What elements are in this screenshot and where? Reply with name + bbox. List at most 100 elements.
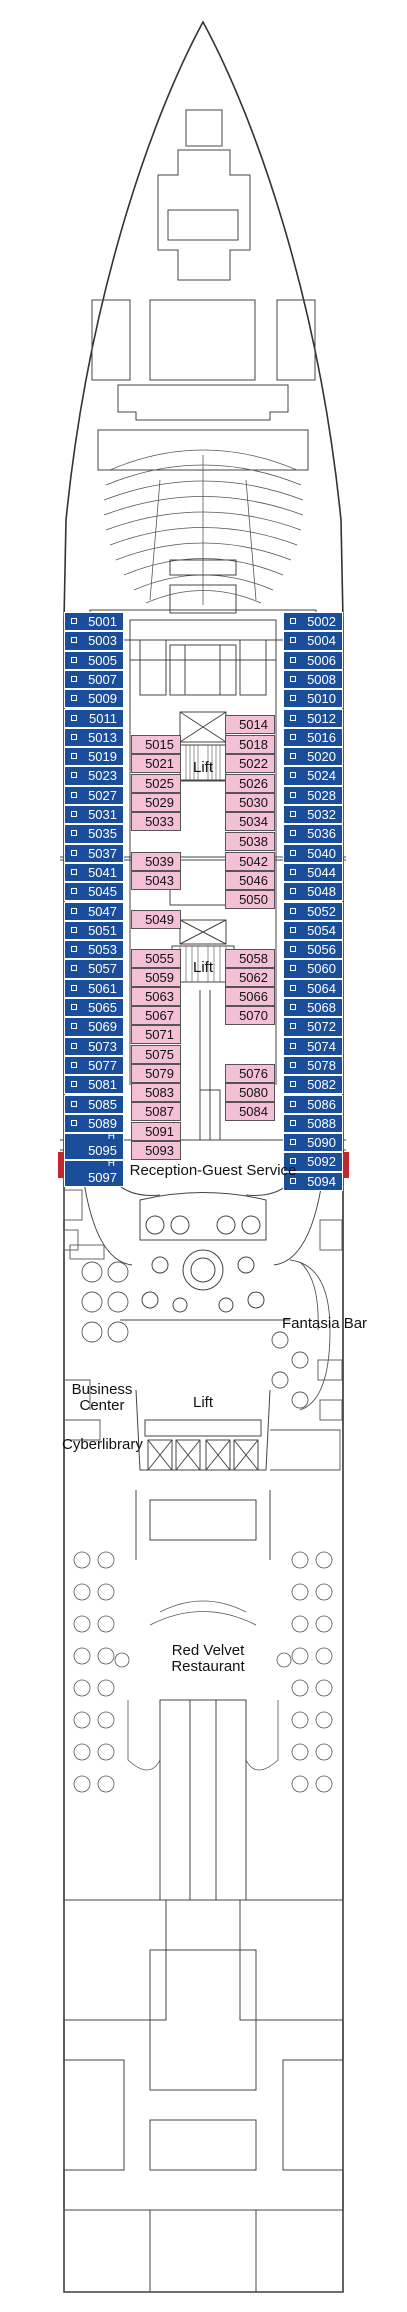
cabin-5012[interactable]: 5012 [283,708,343,728]
cabin-5038[interactable]: 5038 [225,832,275,851]
cabin-5091[interactable]: 5091 [131,1122,181,1141]
cabin-5049[interactable]: 5049 [131,910,181,929]
cabin-5015[interactable]: 5015 [131,735,181,754]
cabin-5069[interactable]: 5069 [64,1017,124,1037]
cabin-5011[interactable]: 5011 [64,708,124,728]
cabin-5058[interactable]: 5058 [225,949,275,968]
cabin-5086[interactable]: 5086 [283,1094,343,1114]
cabin-5077[interactable]: 5077 [64,1055,124,1076]
cabin-5003[interactable]: 5003 [64,631,124,651]
cabin-5055[interactable]: 5055 [131,949,181,968]
cabin-5068[interactable]: 5068 [283,998,343,1018]
cabin-5006[interactable]: 5006 [283,650,343,670]
cabin-5082[interactable]: 5082 [283,1075,343,1095]
cabin-5060[interactable]: 5060 [283,959,343,979]
cabin-number: 5025 [145,776,174,791]
cabin-5031[interactable]: 5031 [64,805,124,825]
cabin-5089[interactable]: 5089 [64,1113,124,1134]
cabin-5045[interactable]: 5045 [64,882,124,902]
cabin-5051[interactable]: 5051 [64,920,124,941]
cabin-5053[interactable]: 5053 [64,940,124,960]
cabin-5048[interactable]: 5048 [283,882,343,902]
cabin-5064[interactable]: 5064 [283,978,343,998]
cabin-5070[interactable]: 5070 [225,1006,275,1025]
cabin-5004[interactable]: 5004 [283,631,343,651]
cabin-5029[interactable]: 5029 [131,793,181,812]
cabin-5059[interactable]: 5059 [131,968,181,987]
cabin-5007[interactable]: 5007 [64,669,124,690]
cabin-5027[interactable]: 5027 [64,785,124,805]
cabin-5073[interactable]: 5073 [64,1036,124,1056]
cabin-5039[interactable]: 5039 [131,852,181,871]
cabin-5062[interactable]: 5062 [225,968,275,987]
cabin-5014[interactable]: 5014 [225,715,275,734]
cabin-5032[interactable]: 5032 [283,805,343,825]
cabin-5092[interactable]: 5092 [283,1152,343,1172]
cabin-5052[interactable]: 5052 [283,901,343,921]
cabin-5021[interactable]: 5021 [131,754,181,773]
cabin-5084[interactable]: 5084 [225,1102,275,1121]
cabin-5001[interactable]: 5001 [64,612,124,632]
port-lounge [63,1189,129,1441]
window-mark-icon [71,637,77,644]
cabin-5072[interactable]: 5072 [283,1017,343,1037]
cabin-5063[interactable]: 5063 [131,987,181,1006]
cabin-5057[interactable]: 5057 [64,959,124,979]
cabin-5013[interactable]: 5013 [64,727,124,748]
cabin-5018[interactable]: 5018 [225,735,275,754]
cabin-5037[interactable]: 5037 [64,843,124,863]
cabin-5079[interactable]: 5079 [131,1064,181,1083]
cabin-5075[interactable]: 5075 [131,1045,181,1064]
cabin-5008[interactable]: 5008 [283,669,343,690]
cabin-5093[interactable]: 5093 [131,1141,181,1160]
cabin-5041[interactable]: 5041 [64,862,124,883]
cabin-5019[interactable]: 5019 [64,747,124,767]
cabin-5028[interactable]: 5028 [283,785,343,805]
cabin-5024[interactable]: 5024 [283,766,343,786]
cabin-5035[interactable]: 5035 [64,824,124,844]
cabin-5023[interactable]: 5023 [64,766,124,786]
cabin-5076[interactable]: 5076 [225,1064,275,1083]
cabin-5043[interactable]: 5043 [131,871,181,890]
cabin-5033[interactable]: 5033 [131,812,181,831]
cabin-5042[interactable]: 5042 [225,852,275,871]
cabin-5020[interactable]: 5020 [283,747,343,767]
cabin-5005[interactable]: 5005 [64,650,124,670]
cabin-5083[interactable]: 5083 [131,1083,181,1102]
cabin-5025[interactable]: 5025 [131,774,181,793]
cabin-5022[interactable]: 5022 [225,754,275,773]
cabin-5040[interactable]: 5040 [283,843,343,863]
cabin-5087[interactable]: 5087 [131,1102,181,1121]
cabin-5009[interactable]: 5009 [64,689,124,709]
cabin-5085[interactable]: 5085 [64,1094,124,1114]
cabin-5054[interactable]: 5054 [283,920,343,941]
cabin-5065[interactable]: 5065 [64,998,124,1018]
cabin-5080[interactable]: 5080 [225,1083,275,1102]
cabin-5044[interactable]: 5044 [283,862,343,883]
cabin-5002[interactable]: 5002 [283,612,343,632]
cabin-5034[interactable]: 5034 [225,812,275,831]
cabin-5016[interactable]: 5016 [283,727,343,748]
cabin-5074[interactable]: 5074 [283,1036,343,1056]
cabin-5036[interactable]: 5036 [283,824,343,844]
cabin-number: 5055 [145,951,174,966]
cabin-5088[interactable]: 5088 [283,1113,343,1134]
cabin-5071[interactable]: 5071 [131,1025,181,1044]
accessible-cabin-icon: H [107,1158,115,1170]
cabin-5030[interactable]: 5030 [225,793,275,812]
cabin-5094[interactable]: 5094 [283,1171,343,1191]
cabin-5010[interactable]: 5010 [283,689,343,709]
cabin-5056[interactable]: 5056 [283,940,343,960]
cabin-5067[interactable]: 5067 [131,1006,181,1025]
cabin-5061[interactable]: 5061 [64,978,124,998]
cabin-5026[interactable]: 5026 [225,774,275,793]
cabin-5066[interactable]: 5066 [225,987,275,1006]
cabin-5050[interactable]: 5050 [225,890,275,909]
cabin-5047[interactable]: 5047 [64,901,124,921]
cabin-5078[interactable]: 5078 [283,1055,343,1076]
cabin-5081[interactable]: 5081 [64,1075,124,1095]
cabin-5046[interactable]: 5046 [225,871,275,890]
cabin-5090[interactable]: 5090 [283,1133,343,1153]
